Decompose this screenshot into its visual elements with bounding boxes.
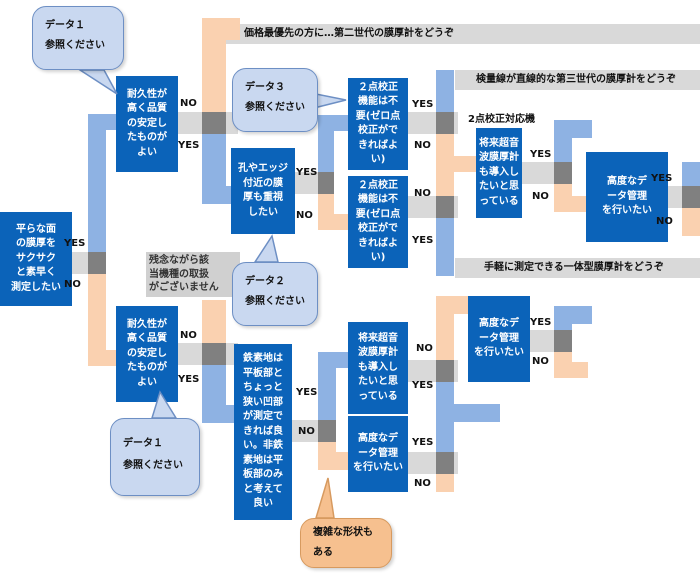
lane-data-bottom-no [436, 474, 454, 492]
data-top-box: 高度なデータ管理を行いたい [586, 152, 668, 242]
lane-ultra-top-no-h [554, 196, 586, 212]
label-bd-yes: YES [178, 374, 200, 385]
junction-bottom-durable [202, 343, 226, 365]
lane-data-top-no [682, 208, 700, 236]
label-edge-no: NO [296, 210, 313, 221]
junction-top-durable [202, 112, 226, 134]
label-td-yes: YES [178, 140, 200, 151]
ultra-bottom-box: 将来超音波膜厚計も導入したいと思っている [348, 322, 408, 414]
label-bd-no: NO [180, 330, 197, 341]
data-bottom-box: 高度なデータ管理を行いたい [348, 416, 408, 492]
label-start-yes: YES [64, 238, 86, 249]
junction-calib-top [436, 112, 454, 134]
junction-ultra-bottom [436, 360, 454, 382]
lane-start-yes-h [88, 114, 116, 130]
durable-bottom-box: 耐久性が高く品質の安定したものがよい [116, 306, 178, 402]
label-data-right-yes: YES [530, 317, 552, 328]
bubble-complex: 複雑な形状もある [300, 518, 392, 568]
lane-ub-yes-h [436, 404, 500, 422]
note-unavailable: 残念ながら該当機種の取扱がございません [146, 252, 240, 297]
lane-steel-yes [318, 352, 336, 422]
result-easy: 手軽に測定できる一体型膜厚計をどうぞ [484, 262, 664, 273]
edge-box: 孔やエッジ付近の膜厚も重視したい [231, 148, 295, 234]
label-calib-mid-no: NO [414, 188, 431, 199]
lane-start-no [88, 274, 106, 366]
junction-start [88, 252, 106, 274]
junction-data-right [554, 330, 572, 352]
lane-edge-no-h [318, 214, 348, 230]
label-steel-no: NO [298, 426, 315, 437]
data-right-box: 高度なデータ管理を行いたい [468, 296, 530, 382]
label-calib-top-no: NO [414, 140, 431, 151]
lane-data-right-yes-h [554, 306, 592, 324]
label-data-bottom-no: NO [414, 478, 431, 489]
lane-bd-no [202, 300, 226, 344]
label-steel-yes: YES [296, 387, 318, 398]
label-td-no: NO [180, 98, 197, 109]
durable-top-box: 耐久性が高く品質の安定したものがよい [116, 76, 178, 172]
lane-result-linear [455, 70, 700, 90]
steel-box: 鉄素地は平板部とちょっと狭い凹部が測定できれば良い。非鉄素地は平板部のみと考えて… [234, 344, 292, 520]
junction-ultra-top [554, 162, 572, 184]
junction-calib-mid [436, 196, 454, 218]
label-calib-mid-yes: YES [412, 235, 434, 246]
lane-start-yes [88, 114, 106, 254]
label-edge-yes: YES [296, 167, 318, 178]
lane-steel-yes-h [318, 352, 348, 368]
lane-result-easy [455, 258, 700, 278]
lane-data-right-out [530, 330, 560, 352]
lane-data-right-no-h [554, 362, 588, 378]
lane-td-no-h [202, 18, 240, 40]
lane-result-price [218, 24, 700, 44]
lane-data-bottom-yes [436, 420, 454, 452]
result-linear: 検量線が直線的な第三世代の膜厚計をどうぞ [476, 74, 676, 85]
lane-edge-out [295, 172, 325, 194]
lane-calib-mid-yes [436, 218, 454, 276]
junction-data-bottom [436, 452, 454, 474]
lane-ultra-top-yes-h [554, 120, 592, 138]
calib-mid-box: ２点校正機能は不要(ゼロ点校正ができればよい) [348, 176, 408, 268]
lane-edge-yes-h [318, 115, 348, 131]
result-price: 価格最優先の方に…第二世代の膜厚計をどうぞ [244, 28, 454, 39]
start-box: 平らな面の膜厚をサクサクと素早く測定したい [0, 212, 72, 306]
calib-top-box: ２点校正機能は不要(ゼロ点校正ができればよい) [348, 78, 408, 170]
result-2point: 2点校正対応機 [468, 114, 535, 125]
junction-edge [318, 172, 334, 194]
label-ultra-top-yes: YES [530, 149, 552, 160]
junction-steel [318, 420, 336, 442]
lane-ub-no-h [436, 296, 470, 314]
lane-start-no-h [88, 350, 116, 366]
label-ub-yes: YES [412, 380, 434, 391]
lane-td-yes-h [202, 186, 238, 204]
ultra-top-box: 将来超音波膜厚計も導入したいと思っている [476, 128, 522, 218]
label-ub-no: NO [416, 343, 433, 354]
label-calib-top-yes: YES [412, 99, 434, 110]
lane-calib-mid-no [436, 160, 454, 196]
label-data-right-no: NO [532, 356, 549, 367]
lane-data-top-out [668, 186, 682, 208]
lane-bd-yes-h [202, 405, 238, 423]
junction-data-top [682, 186, 700, 208]
lane-ultra-top-out [522, 162, 562, 184]
lane-data-top-yes [682, 162, 700, 186]
lane-steel-no-h [318, 452, 348, 470]
label-data-top-yes: YES [651, 173, 673, 184]
label-data-bottom-yes: YES [412, 437, 434, 448]
label-start-no: NO [64, 279, 81, 290]
label-data-top-no: NO [656, 216, 673, 227]
label-ultra-top-no: NO [532, 191, 549, 202]
lane-calib-top-yes [436, 70, 454, 114]
